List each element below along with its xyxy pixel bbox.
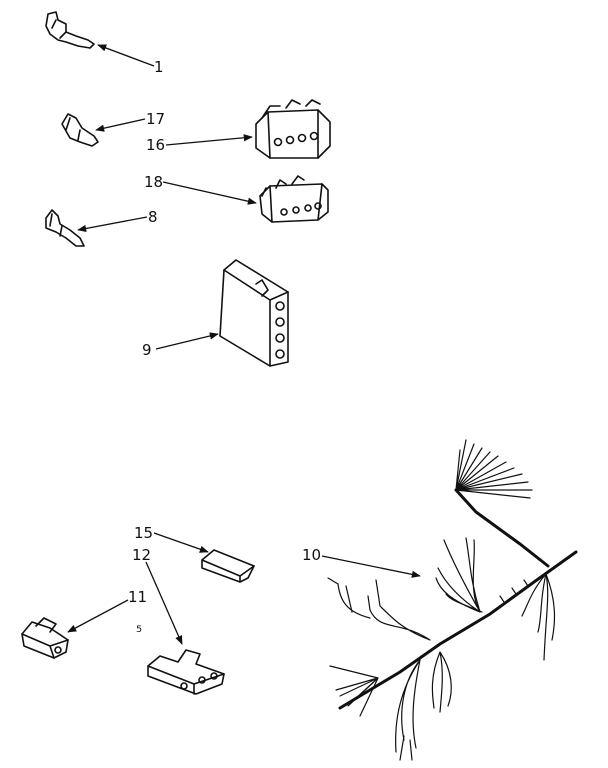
leader-16	[165, 134, 253, 146]
leader-12	[145, 561, 183, 645]
terminal-part-17	[61, 113, 99, 147]
callout-10: 10	[302, 546, 321, 564]
wire-harness-part-10	[327, 439, 578, 761]
terminal-part-8	[45, 209, 85, 247]
leader-8	[77, 216, 148, 233]
callout-15: 15	[134, 524, 153, 542]
housing-part-11	[21, 617, 69, 659]
leader-11	[67, 599, 129, 633]
stray-mark: ₅	[136, 618, 142, 636]
block-part-15	[201, 549, 255, 583]
callout-8: 8	[148, 208, 158, 226]
leader-1	[97, 44, 155, 67]
leader-17	[95, 118, 146, 132]
callout-9: 9	[142, 341, 152, 359]
callout-1: 1	[154, 58, 164, 76]
connector-part-18	[259, 175, 329, 223]
callout-12: 12	[132, 546, 151, 564]
leader-9	[155, 332, 219, 350]
callout-16: 16	[146, 136, 165, 154]
leader-18	[162, 181, 257, 205]
housing-part-12	[147, 649, 225, 695]
callout-11: 11	[128, 588, 147, 606]
connector-block-part-9	[219, 259, 289, 367]
leader-10	[321, 555, 421, 578]
callout-18: 18	[144, 173, 163, 191]
leader-15	[153, 532, 209, 553]
connector-part-16	[255, 99, 331, 159]
terminal-part-1	[45, 11, 95, 49]
callout-17: 17	[146, 110, 165, 128]
